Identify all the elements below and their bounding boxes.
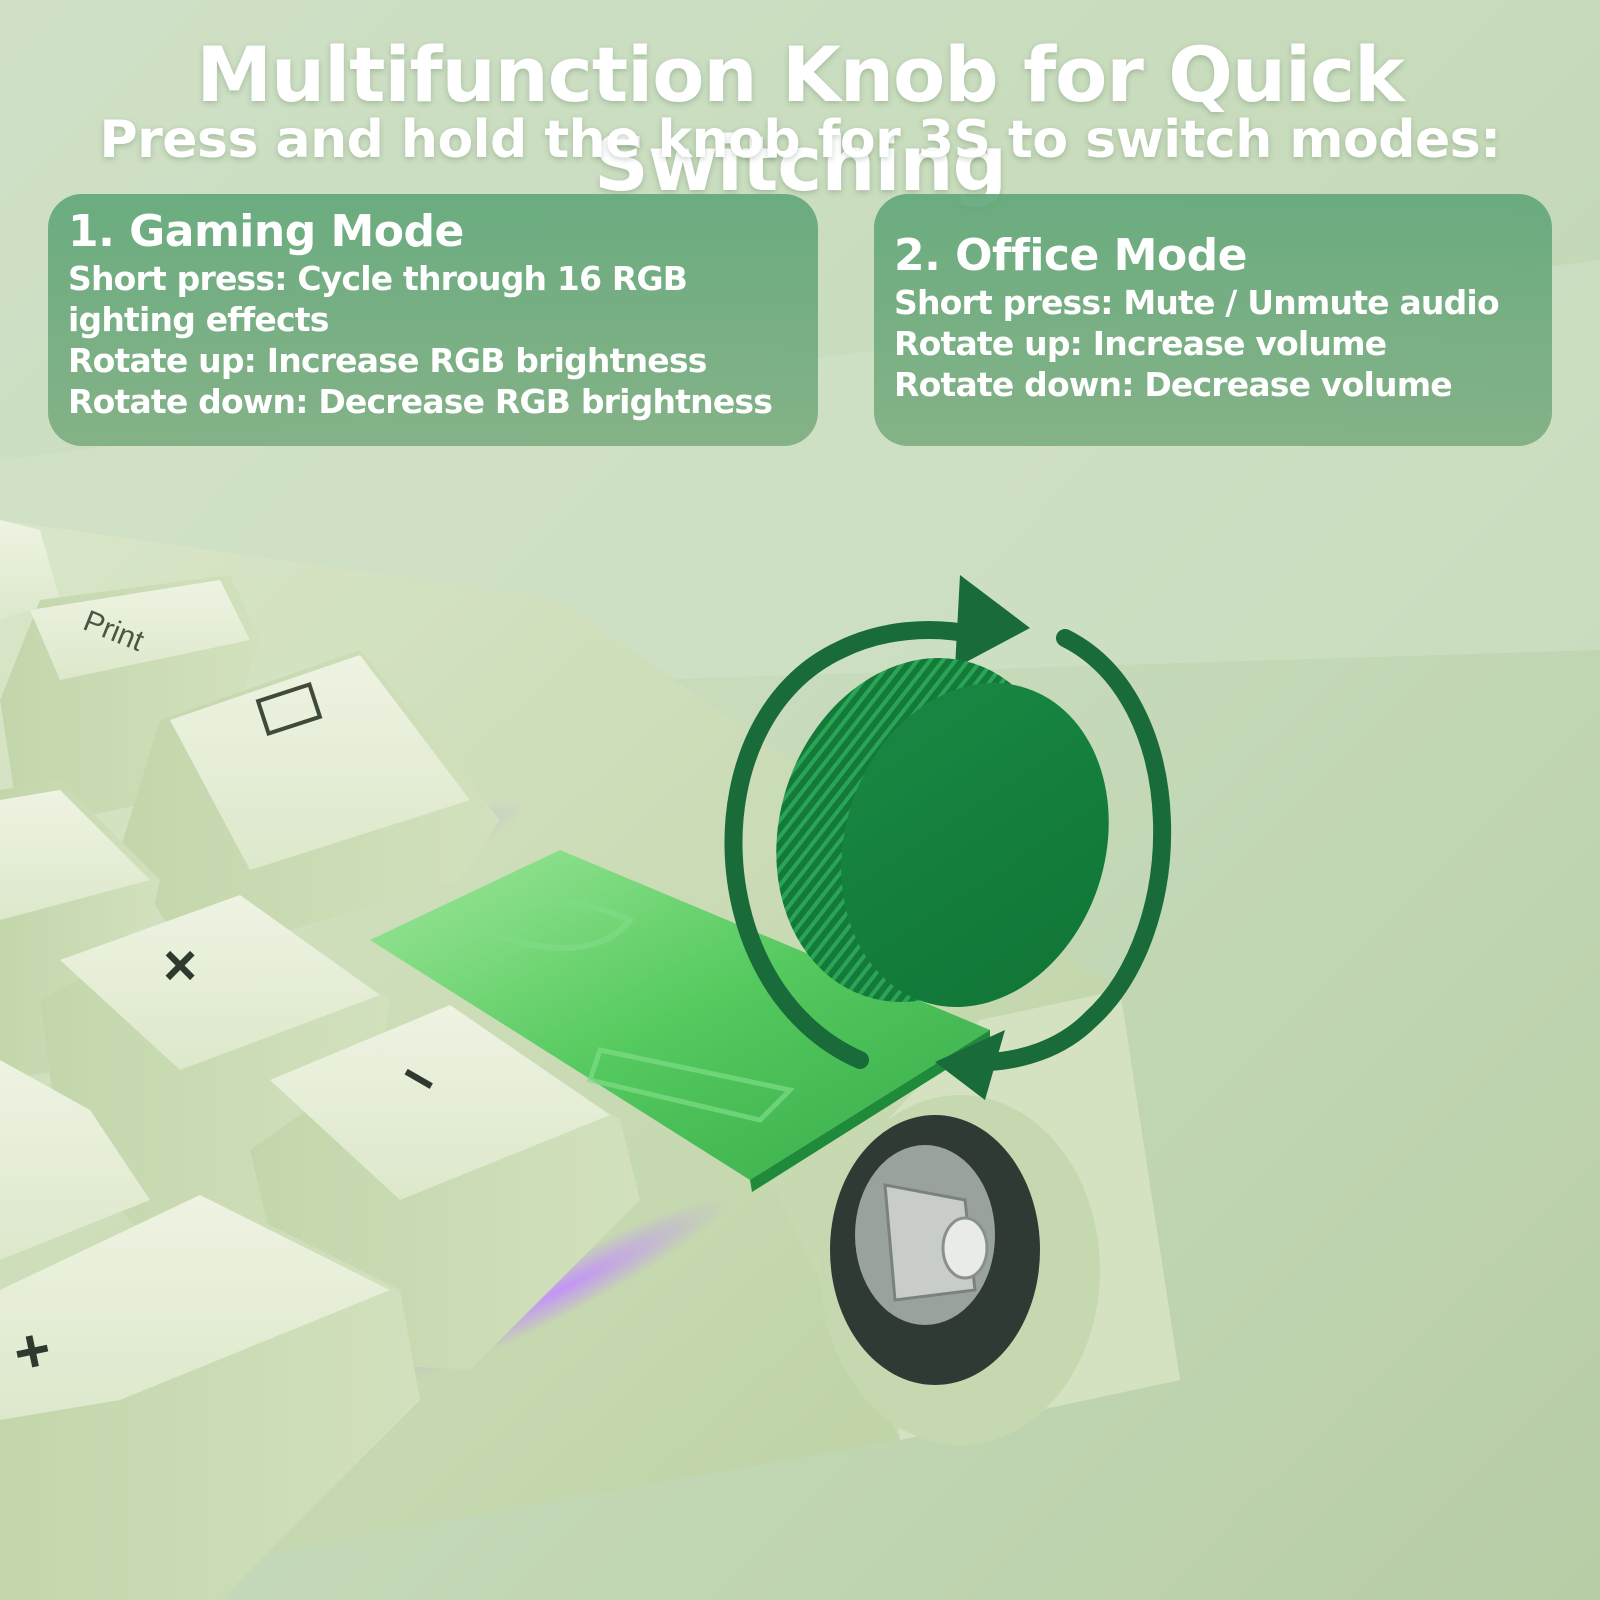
office-mode-title: 2. Office Mode: [894, 230, 1248, 281]
office-mode-line: Rotate down: Decrease volume: [894, 365, 1453, 404]
gaming-mode-line: Rotate up: Increase RGB brightness: [68, 341, 707, 380]
gaming-mode-line: Short press: Cycle through 16 RGB: [68, 259, 688, 298]
gaming-mode-line: ighting effects: [68, 300, 329, 339]
keycap-left-lower: [0, 1060, 150, 1260]
office-mode-line: Rotate up: Increase volume: [894, 324, 1387, 363]
page-subtitle: Press and hold the knob for 3S to switch…: [99, 110, 1501, 170]
office-mode-line: Short press: Mute / Unmute audio: [894, 283, 1500, 322]
gaming-mode-card: 1. Gaming Mode Short press: Cycle throug…: [48, 194, 818, 446]
key-legend-multiply: ×: [163, 933, 197, 998]
keycap-window: [120, 650, 500, 960]
gaming-mode-line: Rotate down: Decrease RGB brightness: [68, 382, 773, 421]
rotate-down-arrow-icon: [981, 629, 1172, 1071]
acrylic-logo-plate: [370, 850, 990, 1180]
rotate-up-arrow-icon: [724, 621, 984, 1069]
gaming-mode-title: 1. Gaming Mode: [68, 206, 464, 257]
keycap-plus: [0, 1190, 420, 1600]
multifunction-knob: [776, 658, 1109, 1007]
page-title: Multifunction Knob for Quick Switching: [196, 30, 1404, 208]
office-mode-card: 2. Office Mode Short press: Mute / Unmut…: [874, 194, 1552, 446]
keycap-top-left: [0, 520, 60, 620]
